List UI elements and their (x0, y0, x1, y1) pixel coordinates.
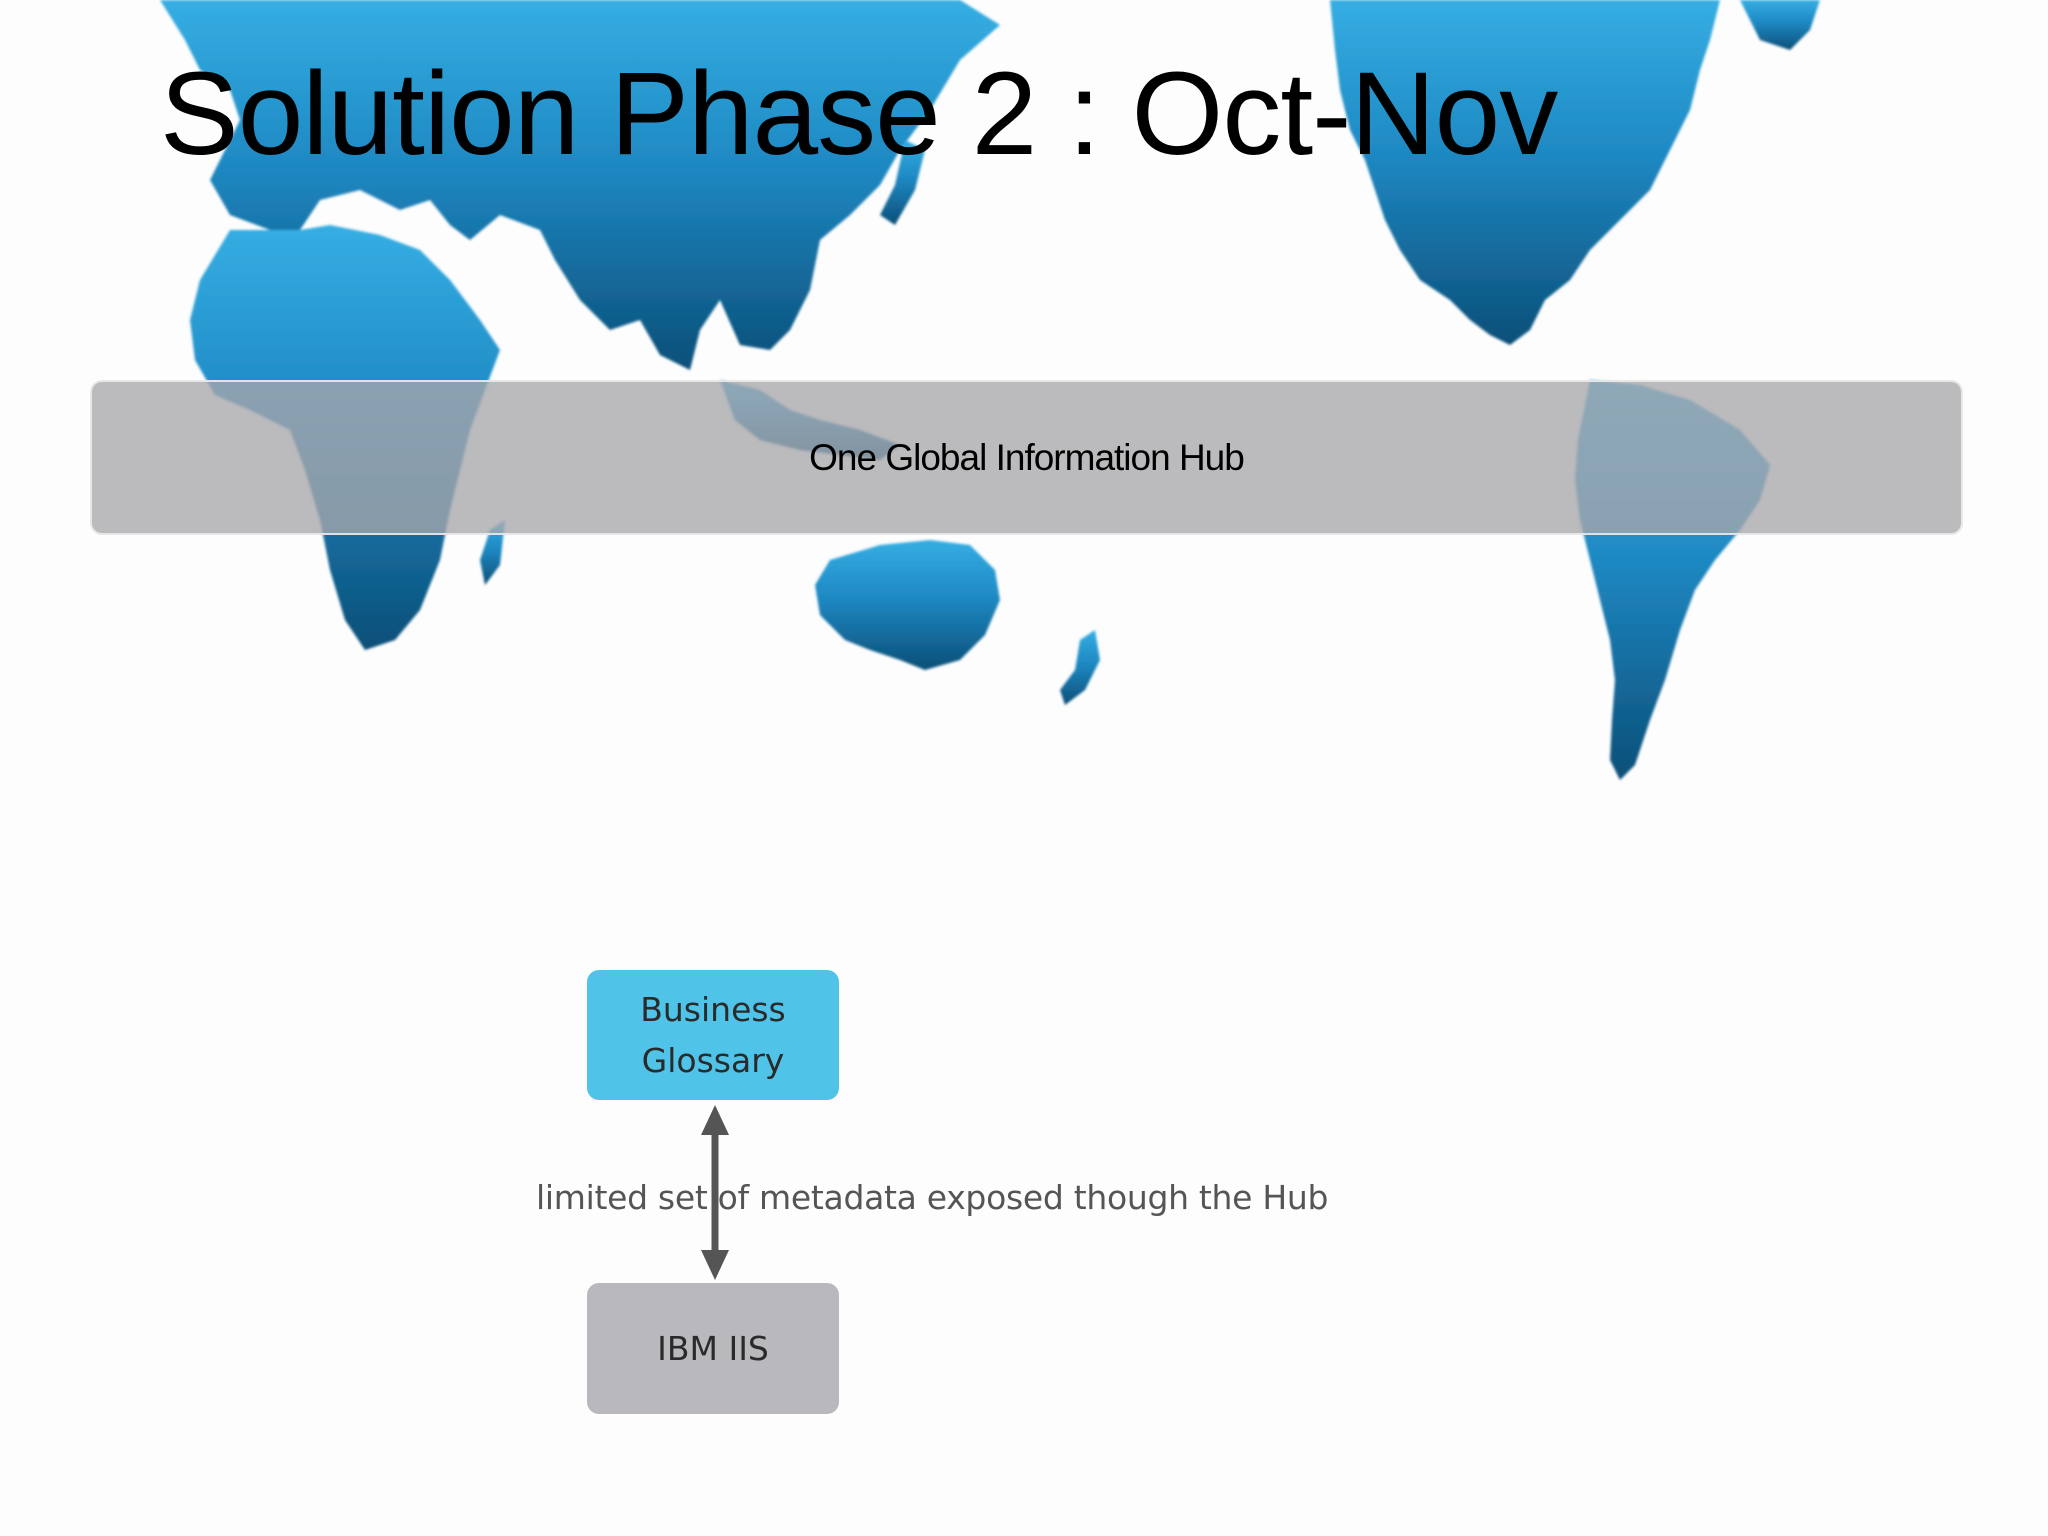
eurasia-landmass (160, 0, 1000, 370)
edge-label: limited set of metadata exposed though t… (536, 1178, 1329, 1217)
arrow-head-down-icon (701, 1250, 729, 1280)
madagascar-island (480, 520, 505, 585)
arrow-head-up-icon (701, 1105, 729, 1135)
business-glossary-line1: Business (640, 989, 786, 1029)
business-glossary-node: Business Glossary (587, 970, 839, 1100)
hub-label: One Global Information Hub (809, 436, 1245, 478)
north-america-landmass (1330, 0, 1720, 345)
new-zealand-island (1060, 630, 1100, 705)
global-hub-banner: One Global Information Hub (90, 380, 1963, 535)
japan-island (880, 140, 925, 225)
australia-landmass (815, 540, 1000, 670)
ibm-iis-label: IBM IIS (657, 1329, 769, 1368)
business-glossary-line2: Glossary (641, 1041, 785, 1080)
greenland-landmass (1740, 0, 1820, 50)
ibm-iis-node: IBM IIS (587, 1283, 839, 1414)
slide-title: Solution Phase 2 : Oct-Nov (160, 48, 1558, 180)
bidirectional-arrow (701, 1105, 729, 1280)
business-glossary-label: Business Glossary (640, 984, 786, 1086)
